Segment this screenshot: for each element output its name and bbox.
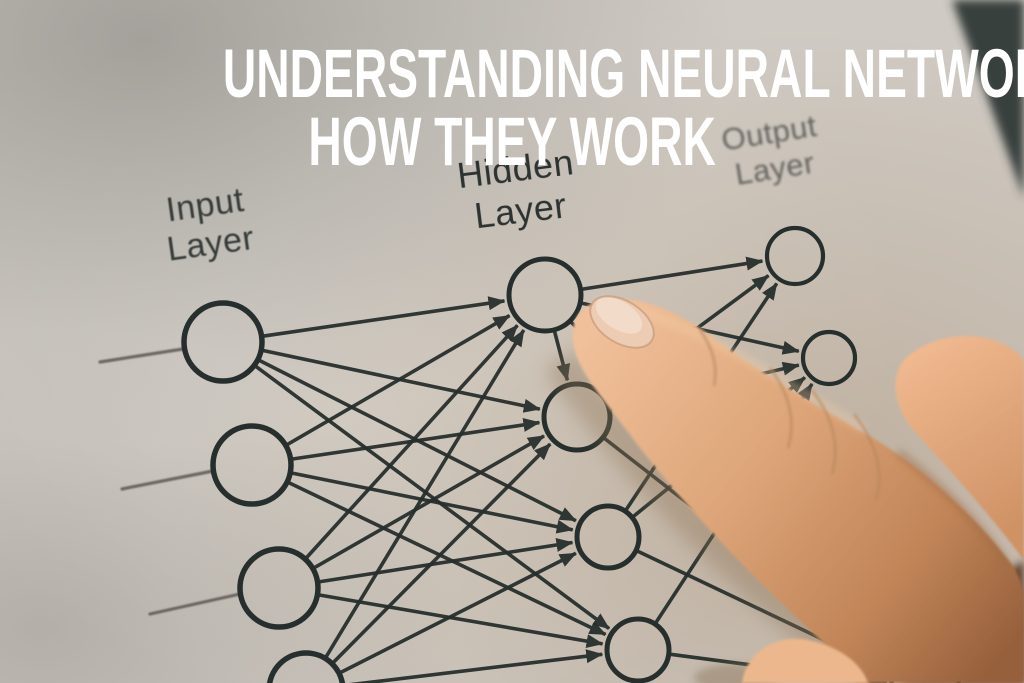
knuckle-creases [698,329,881,501]
thumb [742,638,868,683]
title-line-1: UNDERSTANDING NEURAL NETWORKS: [222,35,1024,112]
fingernail [589,295,655,349]
index-finger [572,298,1024,683]
finger-crease [895,449,1013,570]
input-feed-lines [98,347,242,616]
title-line-2: HOW THEY WORK [308,103,716,180]
page-title: UNDERSTANDING NEURAL NETWORKS: HOW THEY … [0,35,1024,180]
middle-finger-knuckle [895,335,1024,560]
table-corner-background [952,0,1024,198]
